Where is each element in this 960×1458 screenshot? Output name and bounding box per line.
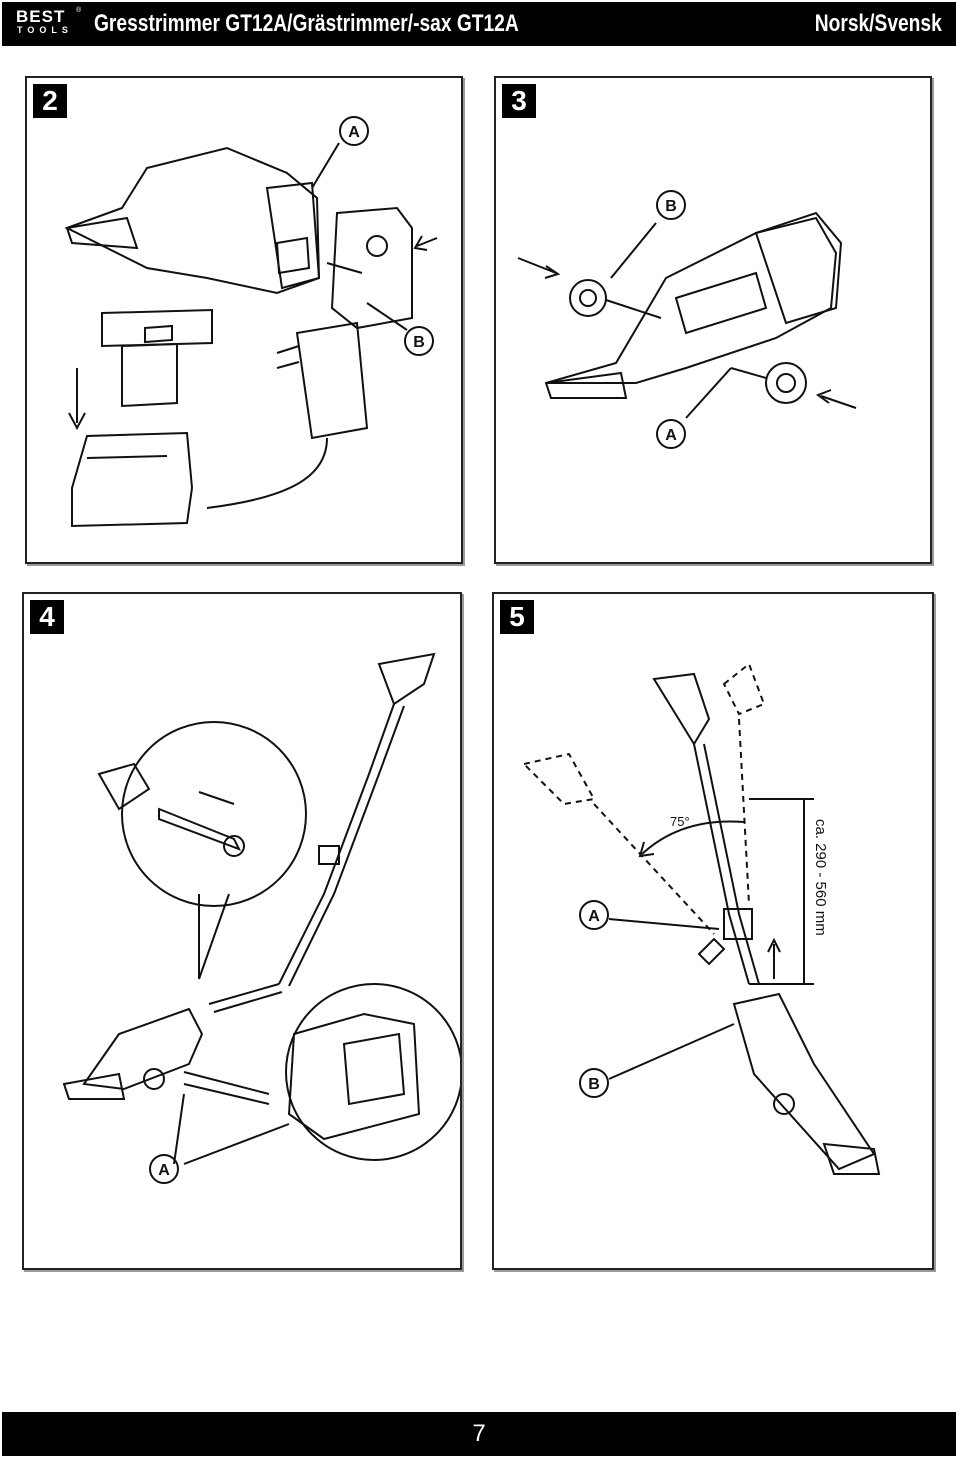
figure-5-number: 5 [500,600,534,634]
figure-5-dimension: ca. 290 - 560 mm [812,819,829,936]
figure-2-number: 2 [33,84,67,118]
page-header: BEST ® TOOLS Gresstrimmer GT12A/Grästrim… [2,2,956,46]
logo-trademark: ® [76,7,82,14]
figure-3-label-a: A [665,427,677,444]
figure-3-illustration: B A [517,190,857,449]
figure-4-label-a: A [158,1162,170,1179]
language-label: Norsk/Svensk [814,10,942,37]
figure-2-panel: 2 A B [25,76,463,564]
figure-5-panel: 5 75° ca. 290 - 560 mm A B [492,592,934,1270]
figure-2-label-b: B [413,334,425,351]
document-title: Gresstrimmer GT12A/Grästrimmer/-sax GT12… [94,10,519,37]
brand-logo: BEST ® TOOLS [16,7,82,40]
figure-5-illustration: 75° ca. 290 - 560 mm A B [522,662,881,1175]
figure-3-label-b: B [665,198,677,215]
page-number: 7 [472,1420,486,1447]
figure-4-number: 4 [30,600,64,634]
figure-2-illustration: A B [64,116,438,528]
figure-4-illustration: A [62,652,460,1184]
figure-5-angle: 75° [670,814,690,829]
logo-tools: TOOLS [17,25,73,35]
figure-3-number: 3 [502,84,536,118]
figure-5-label-a: A [588,908,600,925]
figure-3-panel: 3 B A [494,76,932,564]
figure-5-label-b: B [588,1076,600,1093]
figure-2-label-a: A [348,124,360,141]
figure-4-panel: 4 A [22,592,462,1270]
page-footer: 7 [2,1412,956,1456]
logo-best: BEST [16,7,66,26]
